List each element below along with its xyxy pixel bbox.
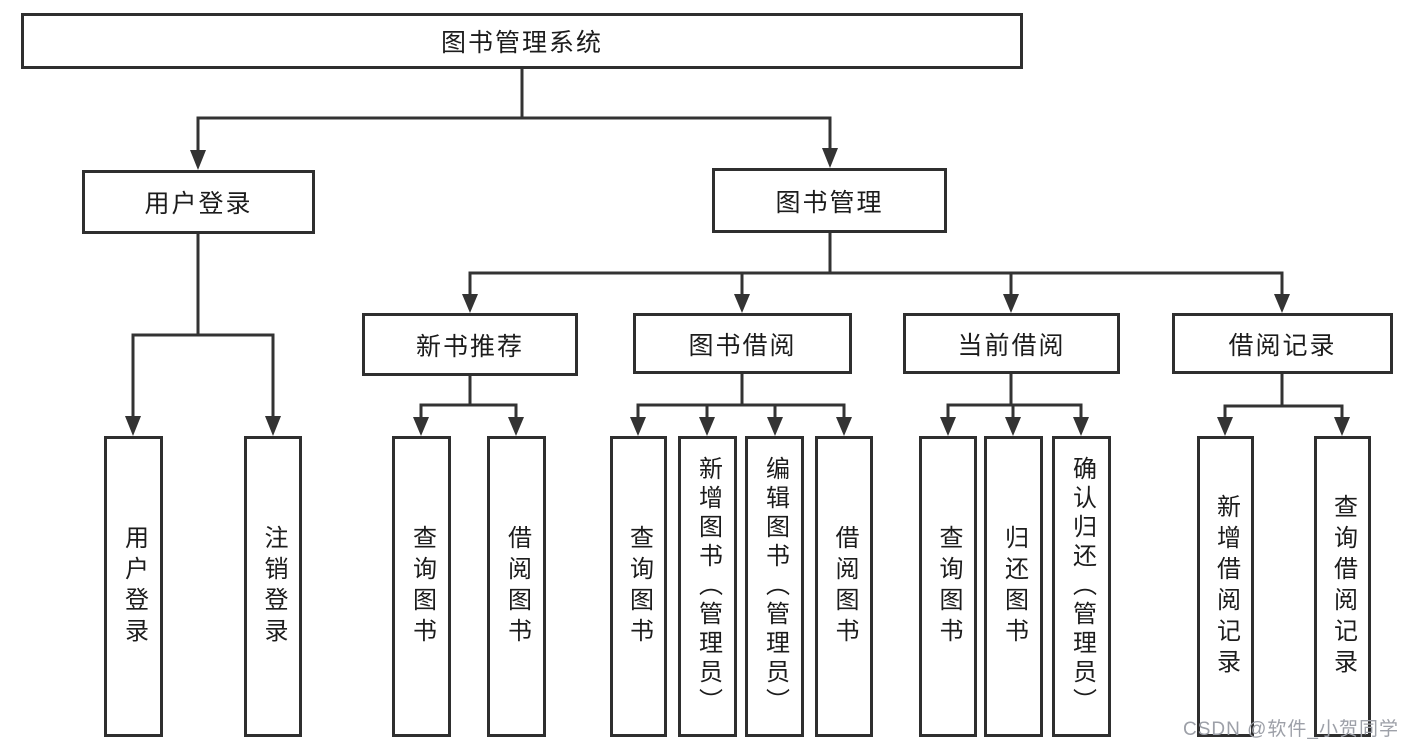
connector-current-borrow [940, 374, 1089, 436]
node-book-borrow: 图书借阅 [633, 313, 852, 374]
connector-borrow-records [1217, 374, 1350, 436]
connector-root [190, 69, 838, 170]
leaf-query-books-current: 查询图书 [919, 436, 977, 737]
connector-book-management [462, 233, 1290, 313]
leaf-add-borrow-record: 新增借阅记录 [1197, 436, 1254, 737]
node-user-login: 用户登录 [82, 170, 315, 234]
leaf-query-borrow-record: 查询借阅记录 [1314, 436, 1371, 737]
leaf-logout-login: 注销登录 [244, 436, 302, 737]
leaf-edit-book-admin: 编辑图书（管理员） [745, 436, 804, 737]
connector-book-borrow [630, 374, 852, 436]
leaf-user-login: 用户登录 [104, 436, 163, 737]
node-book-management: 图书管理 [712, 168, 947, 233]
node-borrow-records: 借阅记录 [1172, 313, 1393, 374]
node-root: 图书管理系统 [21, 13, 1023, 69]
node-current-borrow: 当前借阅 [903, 313, 1120, 374]
leaf-add-book-admin: 新增图书（管理员） [678, 436, 737, 737]
csdn-watermark: CSDN @软件_小贺同学 [1183, 719, 1399, 740]
leaf-query-books-borrow: 查询图书 [610, 436, 667, 737]
leaf-borrow-books: 借阅图书 [815, 436, 873, 737]
leaf-borrow-books-recommend: 借阅图书 [487, 436, 546, 737]
leaf-confirm-return-admin: 确认归还（管理员） [1052, 436, 1111, 737]
node-new-book-recommend: 新书推荐 [362, 313, 578, 376]
connector-user-login [125, 234, 281, 436]
leaf-return-books: 归还图书 [984, 436, 1043, 737]
connector-new-book-recommend [413, 376, 524, 436]
leaf-query-books-recommend: 查询图书 [392, 436, 451, 737]
